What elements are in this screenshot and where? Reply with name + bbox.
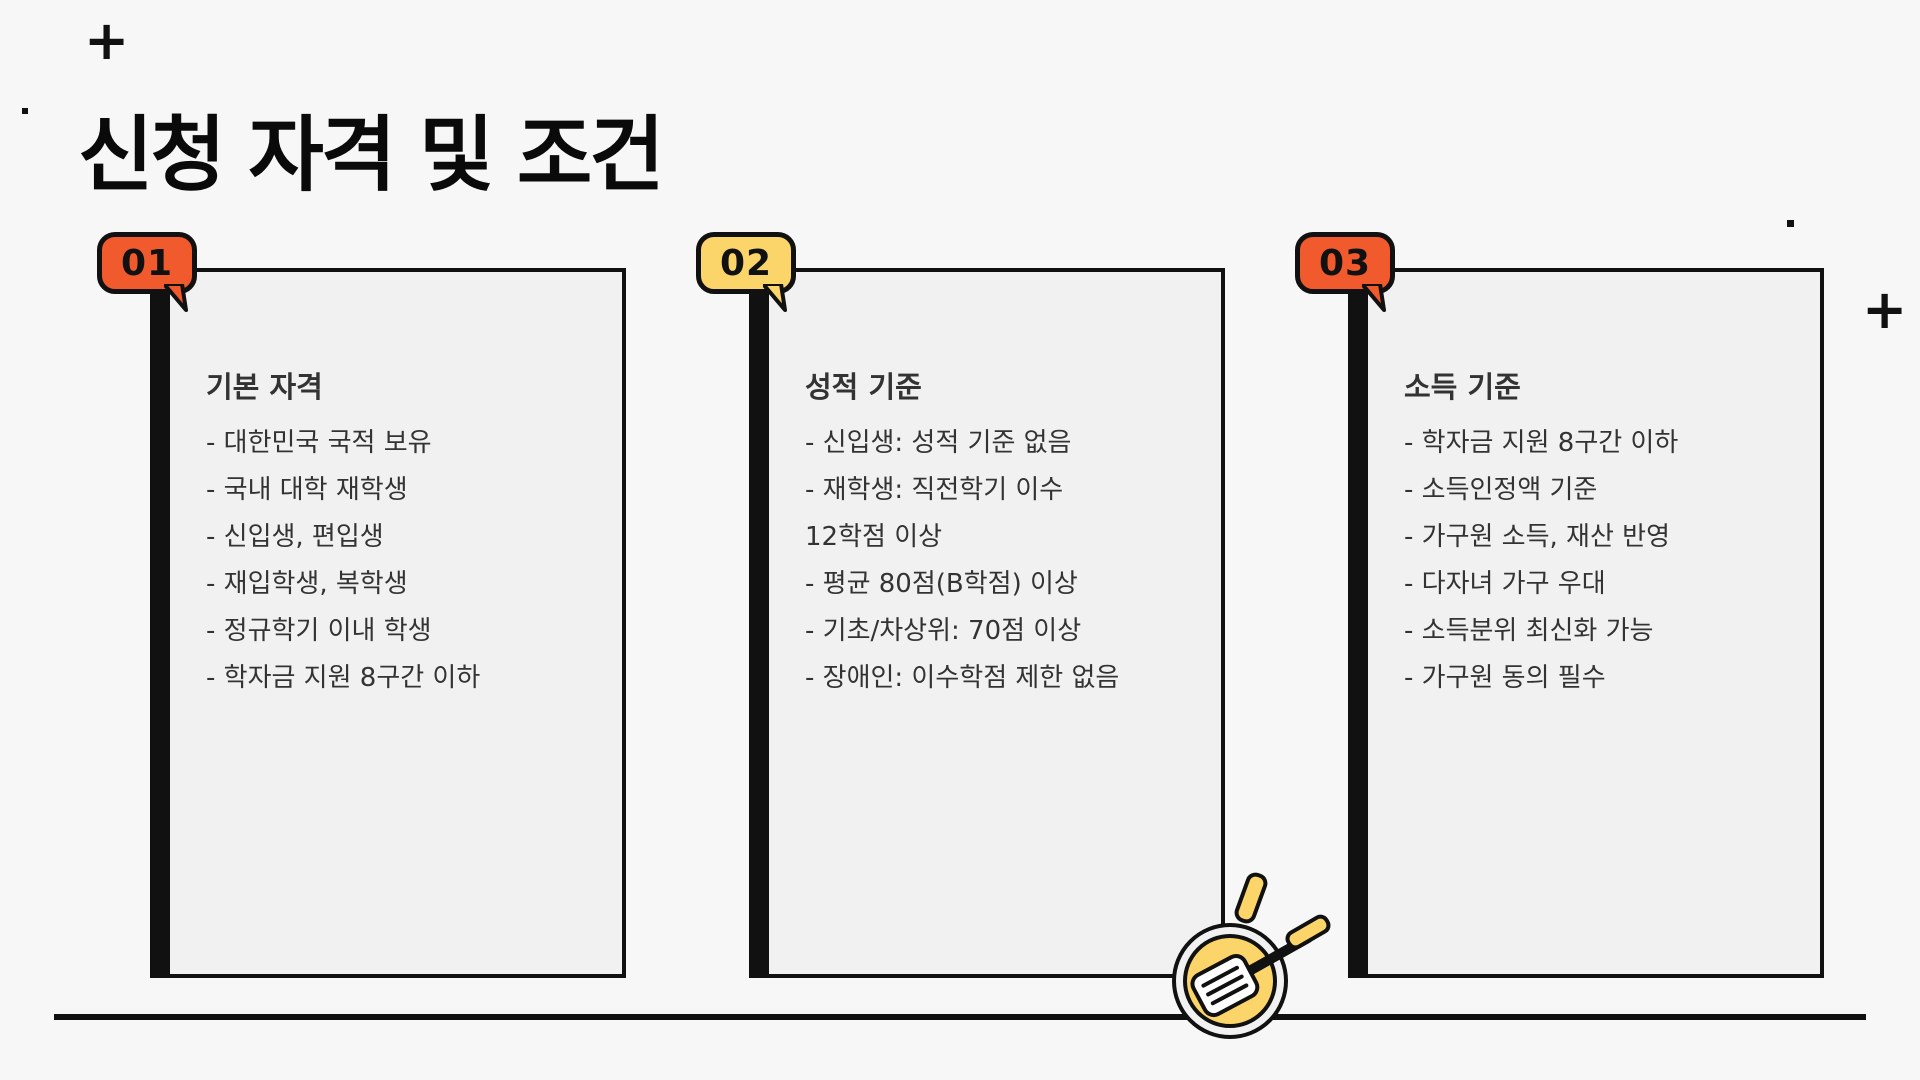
eligibility-card-basic: 기본 자격 - 대한민국 국적 보유 - 국내 대학 재학생 - 신입생, 편입… xyxy=(150,268,626,978)
card-heading: 기본 자격 xyxy=(206,370,323,404)
page-title: 신청 자격 및 조건 xyxy=(78,108,665,203)
dot-decoration xyxy=(22,108,28,114)
card-line: - 국내 대학 재학생 xyxy=(206,475,408,505)
card-line: - 가구원 동의 필수 xyxy=(1404,663,1606,693)
card-line: - 재입학생, 복학생 xyxy=(206,569,408,599)
card-line: - 평균 80점(B학점) 이상 xyxy=(805,569,1078,599)
eligibility-card-grades: 성적 기준 - 신입생: 성적 기준 없음 - 재학생: 직전학기 이수 12학… xyxy=(749,268,1225,978)
badge-tail-icon xyxy=(763,284,787,312)
card-line: - 다자녀 가구 우대 xyxy=(1404,569,1606,599)
ground-line xyxy=(54,1014,1866,1020)
card-heading: 성적 기준 xyxy=(805,370,922,404)
card-line: - 소득인정액 기준 xyxy=(1404,475,1598,505)
badge-tail-icon xyxy=(1362,284,1386,312)
card-line: - 대한민국 국적 보유 xyxy=(206,428,432,458)
card-line: - 소득분위 최신화 가능 xyxy=(1404,616,1654,646)
card-line: - 기초/차상위: 70점 이상 xyxy=(805,616,1082,646)
card-line: - 정규학기 이내 학생 xyxy=(206,616,432,646)
card-line: - 학자금 지원 8구간 이하 xyxy=(206,663,481,693)
step-badge: 01 xyxy=(97,232,197,294)
eligibility-card-income: 소득 기준 - 학자금 지원 8구간 이하 - 소득인정액 기준 - 가구원 소… xyxy=(1348,268,1824,978)
card-line: - 신입생, 편입생 xyxy=(206,522,384,552)
card-line: - 학자금 지원 8구간 이하 xyxy=(1404,428,1679,458)
dot-decoration xyxy=(1787,220,1794,227)
card-heading: 소득 기준 xyxy=(1404,370,1521,404)
plus-decoration: + xyxy=(84,9,130,72)
badge-tail-icon xyxy=(164,284,188,312)
card-line: - 신입생: 성적 기준 없음 xyxy=(805,428,1072,458)
frying-pan-icon xyxy=(1172,872,1331,1039)
card-line: - 재학생: 직전학기 이수 xyxy=(805,475,1064,505)
card-line: - 가구원 소득, 재산 반영 xyxy=(1404,522,1670,552)
card-line: 12학점 이상 xyxy=(805,522,943,552)
card-line: - 장애인: 이수학점 제한 없음 xyxy=(805,663,1120,693)
plus-decoration: + xyxy=(1862,278,1908,341)
